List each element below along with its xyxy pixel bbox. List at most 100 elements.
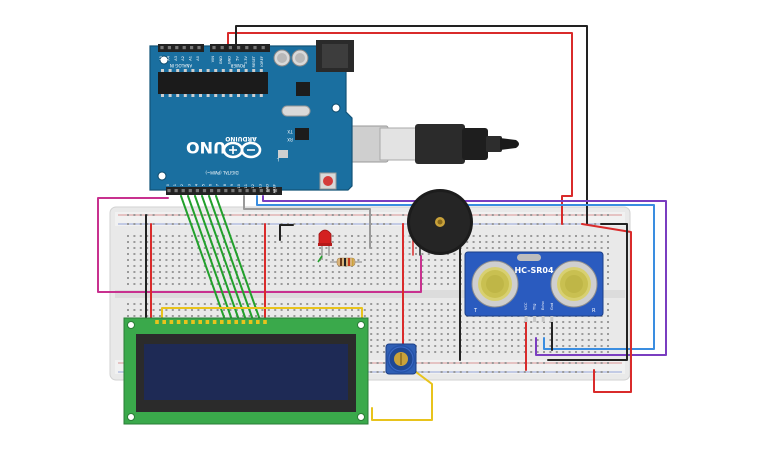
breadboard-rail-hole xyxy=(575,362,577,364)
breadboard-hole xyxy=(594,247,597,249)
wire-magenta xyxy=(97,197,422,293)
breadboard-rail-hole xyxy=(370,362,373,364)
lcd-pin xyxy=(234,320,238,324)
breadboard-hole xyxy=(408,277,411,279)
arduino-uno-board[interactable]: UNO ARDUINO ANALOG IN POWER DIGITAL (PWM… xyxy=(149,40,519,195)
breadboard-hole xyxy=(427,315,430,317)
breadboard-hole xyxy=(415,283,417,285)
breadboard-hole xyxy=(453,253,456,255)
breadboard-rail-hole xyxy=(165,223,168,225)
breadboard-rail-hole xyxy=(517,223,520,225)
breadboard-hole xyxy=(223,247,225,249)
breadboard-hole xyxy=(453,327,456,329)
breadboard-hole xyxy=(248,253,251,255)
breadboard-hole xyxy=(325,259,328,261)
breadboard-hole xyxy=(133,315,136,317)
header-pin xyxy=(245,189,249,193)
breadboard-hole xyxy=(229,283,232,285)
breadboard-hole xyxy=(594,327,597,329)
breadboard-hole xyxy=(600,235,603,237)
breadboard-hole xyxy=(466,345,469,347)
breadboard-hole xyxy=(370,277,373,279)
header-pin xyxy=(174,189,178,193)
breadboard-rail-hole xyxy=(338,214,341,216)
breadboard-hole xyxy=(491,351,494,353)
breadboard-hole xyxy=(472,321,475,323)
lcd-display[interactable] xyxy=(123,317,369,425)
breadboard-hole xyxy=(293,271,296,273)
breadboard-hole xyxy=(498,235,501,237)
breadboard-hole xyxy=(299,247,302,249)
breadboard-hole xyxy=(562,321,565,323)
breadboard-hole xyxy=(587,327,590,329)
breadboard-hole xyxy=(344,309,347,311)
chip-pin xyxy=(244,69,248,72)
breadboard-hole xyxy=(376,253,379,255)
breadboard-hole xyxy=(498,241,501,243)
breadboard-hole xyxy=(568,321,571,323)
breadboard-hole xyxy=(562,339,565,341)
pin-label: 4 xyxy=(194,183,198,186)
breadboard-hole xyxy=(312,303,315,305)
breadboard-hole xyxy=(549,241,552,243)
breadboard-hole xyxy=(415,315,417,317)
breadboard-hole xyxy=(383,235,385,237)
chip-pin xyxy=(183,69,187,72)
breadboard-hole xyxy=(312,271,315,273)
breadboard-hole xyxy=(530,241,533,243)
breadboard-hole xyxy=(434,345,437,347)
breadboard-rail-hole xyxy=(184,214,187,216)
breadboard-hole xyxy=(383,351,385,353)
breadboard-rail-hole xyxy=(607,362,609,364)
breadboard-hole xyxy=(293,315,296,317)
breadboard-hole xyxy=(203,283,206,285)
breadboard-hole xyxy=(357,259,360,261)
breadboard-hole xyxy=(421,351,424,353)
breadboard-hole xyxy=(421,271,424,273)
breadboard-hole xyxy=(498,327,501,329)
breadboard-hole xyxy=(191,283,193,285)
breadboard-hole xyxy=(274,309,277,311)
breadboard-hole xyxy=(178,241,181,243)
breadboard-rail-hole xyxy=(383,223,385,225)
breadboard-hole xyxy=(152,277,155,279)
breadboard-hole xyxy=(242,241,245,243)
breadboard-hole xyxy=(235,277,238,279)
reset-button-cap[interactable] xyxy=(323,176,333,186)
breadboard-hole xyxy=(344,253,347,255)
breadboard-rail-hole xyxy=(165,214,168,216)
breadboard-rail-hole xyxy=(568,214,571,216)
chip-pin xyxy=(237,69,240,72)
breadboard-hole xyxy=(152,309,155,311)
breadboard-hole xyxy=(171,303,174,305)
breadboard-hole xyxy=(607,339,609,341)
breadboard-hole xyxy=(363,277,366,279)
breadboard-rail-hole xyxy=(530,214,533,216)
breadboard-hole xyxy=(581,333,584,335)
breadboard-hole xyxy=(562,247,565,249)
header-pin xyxy=(188,189,192,193)
piezo-buzzer[interactable] xyxy=(407,189,473,255)
breadboard-hole xyxy=(338,315,341,317)
breadboard-hole xyxy=(287,277,289,279)
breadboard-hole xyxy=(530,321,533,323)
breadboard-rail-hole xyxy=(523,371,526,373)
breadboard-rail-hole xyxy=(178,214,181,216)
header-pin xyxy=(266,189,270,193)
breadboard-rail-hole xyxy=(543,223,545,225)
breadboard-hole xyxy=(485,247,488,249)
breadboard-rail-hole xyxy=(581,214,584,216)
breadboard-rail-hole xyxy=(229,214,232,216)
breadboard-rail-hole xyxy=(216,214,219,216)
breadboard-hole xyxy=(555,321,558,323)
breadboard-hole xyxy=(229,309,232,311)
breadboard-rail-hole xyxy=(594,371,597,373)
breadboard-hole xyxy=(568,339,571,341)
potentiometer[interactable] xyxy=(385,343,417,375)
led[interactable] xyxy=(318,229,332,260)
resistor[interactable] xyxy=(330,257,362,267)
breadboard-hole xyxy=(216,235,219,237)
breadboard-hole xyxy=(159,277,161,279)
breadboard-hole xyxy=(594,339,597,341)
